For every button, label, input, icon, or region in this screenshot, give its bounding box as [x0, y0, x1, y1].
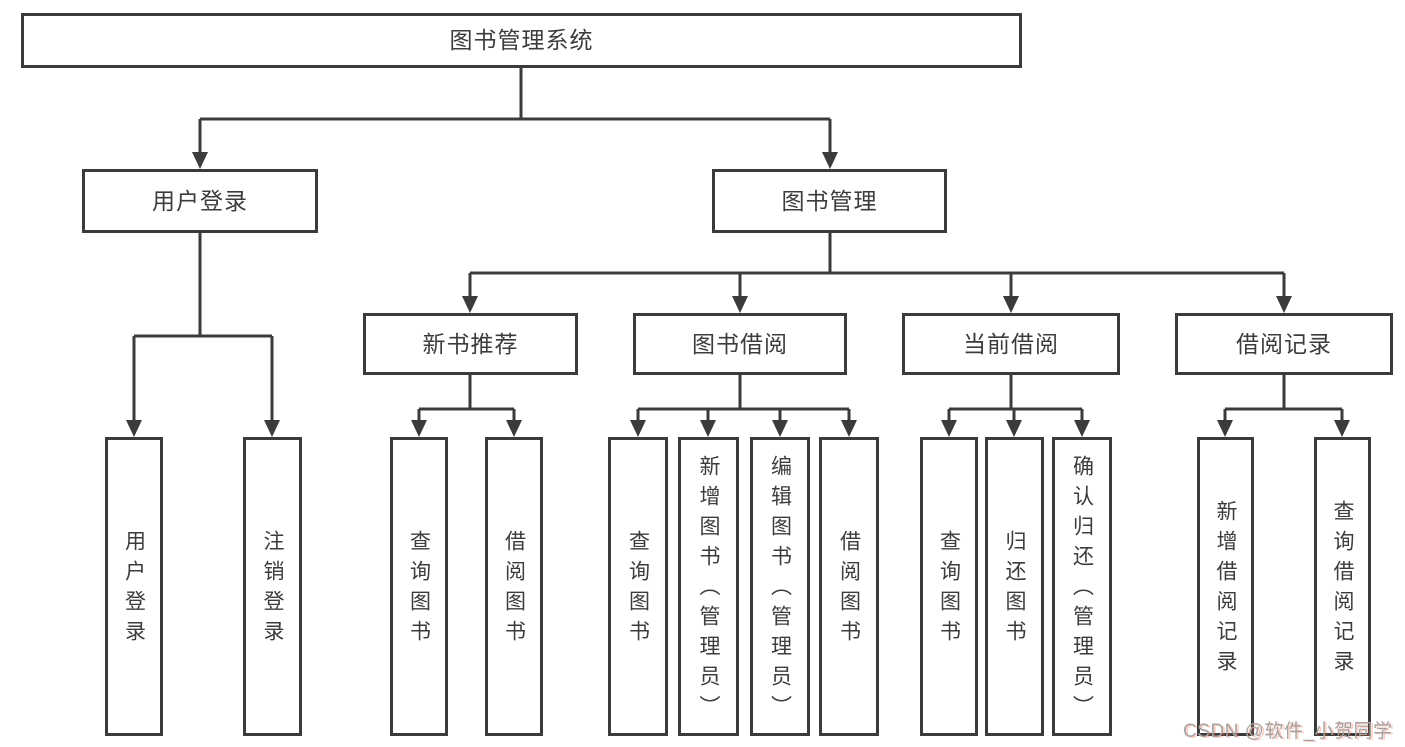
- node-new-book-recommendation: 新书推荐: [363, 313, 578, 375]
- csdn-watermark: CSDN @软件_小贺同学: [1183, 721, 1393, 742]
- node-book-management: 图书管理: [712, 169, 947, 233]
- leaf-borrow-book: 借阅图书: [819, 437, 879, 736]
- node-current-borrowing: 当前借阅: [902, 313, 1120, 375]
- leaf-query-book-recommend: 查询图书: [390, 437, 448, 736]
- arrowhead-icons: [126, 152, 1350, 437]
- leaf-return-book: 归还图书: [985, 437, 1044, 736]
- node-borrowing-records: 借阅记录: [1175, 313, 1393, 375]
- leaf-query-borrow-record: 查询借阅记录: [1314, 437, 1371, 736]
- leaf-add-book-admin: 新增图书（管理员）: [678, 437, 739, 736]
- node-library-management-system: 图书管理系统: [21, 13, 1022, 68]
- leaf-edit-book-admin: 编辑图书（管理员）: [750, 437, 810, 736]
- leaf-user-login: 用户登录: [105, 437, 163, 736]
- leaf-logout: 注销登录: [243, 437, 302, 736]
- node-book-borrowing: 图书借阅: [633, 313, 847, 375]
- leaf-query-book-borrow: 查询图书: [608, 437, 668, 736]
- leaf-add-borrow-record: 新增借阅记录: [1197, 437, 1254, 736]
- leaf-borrow-book-recommend: 借阅图书: [485, 437, 543, 736]
- leaf-confirm-return-admin: 确认归还（管理员）: [1052, 437, 1112, 736]
- leaf-query-book-current: 查询图书: [920, 437, 978, 736]
- node-user-login: 用户登录: [82, 169, 318, 233]
